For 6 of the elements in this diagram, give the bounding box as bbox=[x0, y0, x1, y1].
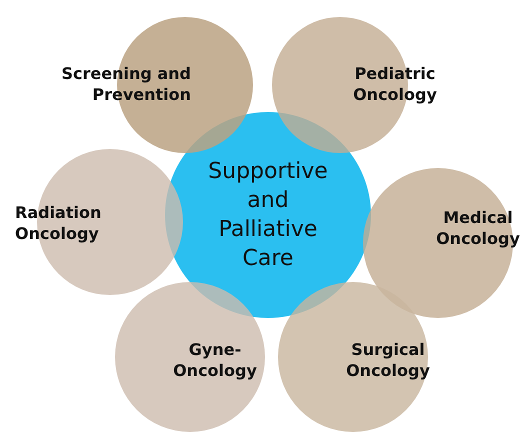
circle-label: Medical Oncology bbox=[435, 207, 521, 249]
circle-label: Supportive and Palliative Care bbox=[207, 158, 329, 273]
circle-label: Pediatric Oncology bbox=[352, 63, 438, 105]
circle-label: Surgical Oncology bbox=[345, 339, 431, 381]
circle-label: Gyne-Oncology bbox=[172, 339, 258, 381]
circle-label: Radiation Oncology bbox=[15, 202, 102, 244]
